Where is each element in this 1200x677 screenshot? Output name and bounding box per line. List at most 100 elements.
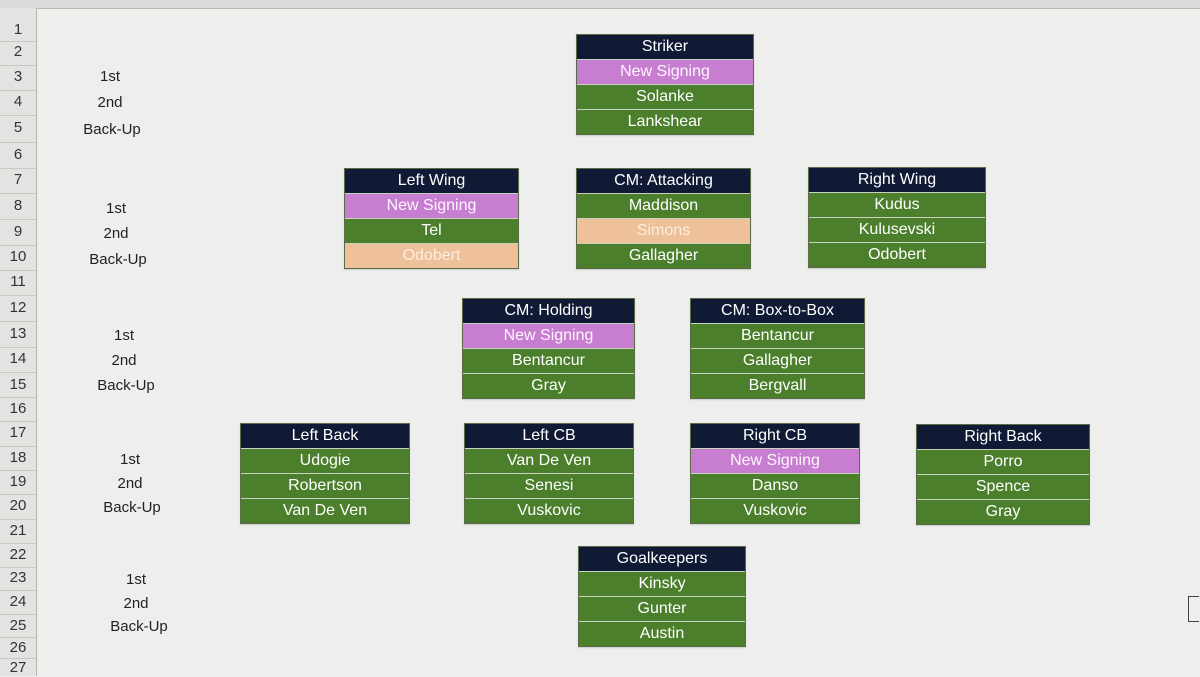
player-cell[interactable]: New Signing bbox=[463, 323, 634, 348]
position-header[interactable]: Striker bbox=[577, 35, 753, 59]
player-cell[interactable]: Robertson bbox=[241, 473, 409, 498]
player-cell[interactable]: Senesi bbox=[465, 473, 633, 498]
column-header-bar[interactable] bbox=[0, 0, 1200, 9]
player-cell[interactable]: Maddison bbox=[577, 193, 750, 218]
row-number[interactable]: 2 bbox=[13, 43, 23, 60]
player-cell[interactable]: Porro bbox=[917, 449, 1089, 474]
player-cell[interactable]: Bergvall bbox=[691, 373, 864, 398]
row-number[interactable]: 5 bbox=[13, 119, 23, 136]
player-cell[interactable]: Vuskovic bbox=[465, 498, 633, 523]
player-cell[interactable]: Kinsky bbox=[579, 571, 745, 596]
position-header[interactable]: Left Back bbox=[241, 424, 409, 448]
player-cell[interactable]: Van De Ven bbox=[241, 498, 409, 523]
row-number[interactable]: 14 bbox=[9, 350, 27, 367]
row-divider bbox=[0, 372, 36, 373]
depth-label: Back-Up bbox=[110, 618, 168, 635]
row-number-gutter[interactable] bbox=[0, 8, 37, 676]
player-cell[interactable]: Tel bbox=[345, 218, 518, 243]
position-header[interactable]: Right Wing bbox=[809, 168, 985, 192]
player-cell[interactable]: Lankshear bbox=[577, 109, 753, 134]
position-header[interactable]: Left Wing bbox=[345, 169, 518, 193]
player-cell[interactable]: New Signing bbox=[691, 448, 859, 473]
row-divider bbox=[0, 494, 36, 495]
player-cell[interactable]: Gray bbox=[463, 373, 634, 398]
row-number[interactable]: 13 bbox=[9, 325, 27, 342]
position-header[interactable]: CM: Box-to-Box bbox=[691, 299, 864, 323]
row-number[interactable]: 25 bbox=[9, 617, 27, 634]
row-number[interactable]: 19 bbox=[9, 473, 27, 490]
row-divider bbox=[0, 41, 36, 42]
position-header[interactable]: Left CB bbox=[465, 424, 633, 448]
row-number[interactable]: 11 bbox=[10, 273, 26, 290]
row-number[interactable]: 27 bbox=[9, 659, 27, 676]
position-header[interactable]: Goalkeepers bbox=[579, 547, 745, 571]
row-divider bbox=[0, 347, 36, 348]
row-divider bbox=[0, 567, 36, 568]
row-number[interactable]: 6 bbox=[13, 146, 23, 163]
depth-label: 1st bbox=[119, 451, 140, 468]
player-cell[interactable]: Udogie bbox=[241, 448, 409, 473]
player-cell[interactable]: New Signing bbox=[345, 193, 518, 218]
row-number[interactable]: 1 bbox=[13, 21, 23, 38]
position-header[interactable]: Right Back bbox=[917, 425, 1089, 449]
row-divider bbox=[0, 470, 36, 471]
row-number[interactable]: 3 bbox=[13, 68, 23, 85]
position-header[interactable]: CM: Holding bbox=[463, 299, 634, 323]
cell-selection-edge[interactable] bbox=[1188, 596, 1199, 622]
row-number[interactable]: 16 bbox=[9, 400, 27, 417]
player-cell[interactable]: Austin bbox=[579, 621, 745, 646]
row-number[interactable]: 8 bbox=[13, 197, 23, 214]
row-number[interactable]: 9 bbox=[13, 223, 23, 240]
player-cell[interactable]: Solanke bbox=[577, 84, 753, 109]
row-number[interactable]: 18 bbox=[9, 449, 27, 466]
player-cell[interactable]: Gunter bbox=[579, 596, 745, 621]
player-cell[interactable]: Odobert bbox=[809, 242, 985, 267]
player-cell[interactable]: Vuskovic bbox=[691, 498, 859, 523]
row-divider bbox=[0, 295, 36, 296]
player-cell[interactable]: Gallagher bbox=[577, 243, 750, 268]
position-header[interactable]: Right CB bbox=[691, 424, 859, 448]
player-cell[interactable]: Bentancur bbox=[691, 323, 864, 348]
player-cell[interactable]: Bentancur bbox=[463, 348, 634, 373]
row-number[interactable]: 20 bbox=[9, 497, 27, 514]
row-number[interactable]: 10 bbox=[9, 248, 27, 265]
row-number[interactable]: 12 bbox=[9, 299, 27, 316]
row-number[interactable]: 22 bbox=[9, 546, 27, 563]
row-number[interactable]: 26 bbox=[9, 639, 27, 656]
player-cell[interactable]: Gallagher bbox=[691, 348, 864, 373]
row-number[interactable]: 23 bbox=[9, 569, 27, 586]
row-number[interactable]: 24 bbox=[9, 593, 27, 610]
player-cell[interactable]: Spence bbox=[917, 474, 1089, 499]
player-cell[interactable]: Gray bbox=[917, 499, 1089, 524]
row-divider bbox=[0, 543, 36, 544]
player-cell[interactable]: Kulusevski bbox=[809, 217, 985, 242]
player-cell[interactable]: New Signing bbox=[577, 59, 753, 84]
row-divider bbox=[0, 321, 36, 322]
depth-label: 2nd bbox=[97, 94, 123, 111]
row-number[interactable]: 17 bbox=[9, 424, 27, 441]
player-cell[interactable]: Danso bbox=[691, 473, 859, 498]
row-number[interactable]: 21 bbox=[9, 522, 27, 539]
player-cell[interactable]: Van De Ven bbox=[465, 448, 633, 473]
row-divider bbox=[0, 193, 36, 194]
row-divider bbox=[0, 90, 36, 91]
row-number[interactable]: 7 bbox=[13, 171, 23, 188]
player-cell[interactable]: Odobert bbox=[345, 243, 518, 268]
row-number[interactable]: 15 bbox=[9, 376, 27, 393]
player-cell[interactable]: Simons bbox=[577, 218, 750, 243]
row-divider bbox=[0, 590, 36, 591]
row-number[interactable]: 4 bbox=[13, 93, 23, 110]
position-header[interactable]: CM: Attacking bbox=[577, 169, 750, 193]
player-cell[interactable]: Kudus bbox=[809, 192, 985, 217]
